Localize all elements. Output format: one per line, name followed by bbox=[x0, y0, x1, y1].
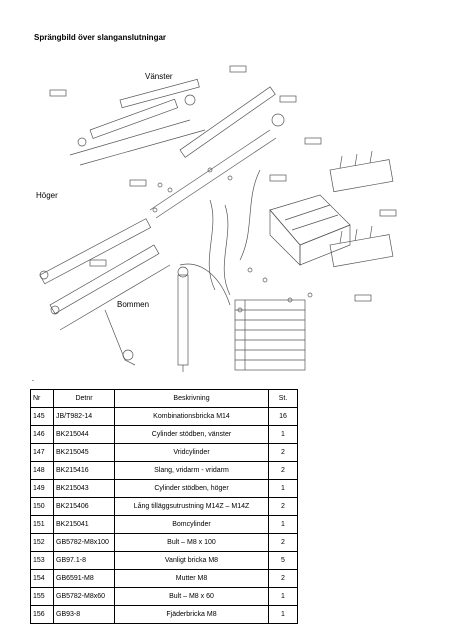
cell-detnr: JB/T982-14 bbox=[53, 407, 115, 426]
cell-description: Bult – M8 x 60 bbox=[114, 587, 269, 606]
cell-qty: 1 bbox=[268, 515, 298, 534]
cell-nr: 151 bbox=[30, 515, 54, 534]
cell-description: Bult – M8 x 100 bbox=[114, 533, 269, 552]
cell-detnr: GB6591-M8 bbox=[53, 569, 115, 588]
cell-description: Cylinder stödben, höger bbox=[114, 479, 269, 498]
cell-qty: 2 bbox=[268, 461, 298, 480]
cell-detnr: GB93-8 bbox=[53, 605, 115, 624]
valve-levers-lower bbox=[329, 225, 394, 268]
cell-qty: 5 bbox=[268, 551, 298, 570]
part-tags bbox=[49, 65, 397, 302]
label-left: Vänster bbox=[145, 72, 173, 81]
cell-nr: 152 bbox=[30, 533, 54, 552]
cell-nr: 148 bbox=[30, 461, 54, 480]
cell-detnr: GB97.1-8 bbox=[53, 551, 115, 570]
cylinder-middle bbox=[149, 86, 285, 219]
cell-description: Slang, vridarm - vridarm bbox=[114, 461, 269, 480]
cell-nr: 150 bbox=[30, 497, 54, 516]
cell-nr: 147 bbox=[30, 443, 54, 462]
boom-cylinder bbox=[104, 266, 189, 372]
header-detnr: Detnr bbox=[53, 389, 115, 408]
cell-detnr: BK215043 bbox=[53, 479, 115, 498]
cell-qty: 1 bbox=[268, 587, 298, 606]
cell-nr: 149 bbox=[30, 479, 54, 498]
cell-description: Bomcylinder bbox=[114, 515, 269, 534]
cell-description: Cylinder stödben, vänster bbox=[114, 425, 269, 444]
cell-detnr: BK215416 bbox=[53, 461, 115, 480]
cell-qty: 1 bbox=[268, 479, 298, 498]
cell-nr: 146 bbox=[30, 425, 54, 444]
cell-description: Vanligt bricka M8 bbox=[114, 551, 269, 570]
cylinder-right-side bbox=[39, 218, 171, 331]
tick-mark: - bbox=[32, 378, 34, 384]
cell-qty: 2 bbox=[268, 443, 298, 462]
cell-qty: 2 bbox=[268, 569, 298, 588]
cell-nr: 145 bbox=[30, 407, 54, 426]
cell-detnr: GB5782-M8x60 bbox=[53, 587, 115, 606]
valve-levers-upper bbox=[329, 150, 394, 193]
cell-description: Vridcylinder bbox=[114, 443, 269, 462]
cell-detnr: BK215045 bbox=[53, 443, 115, 462]
table-header-row: Nr Detnr Beskrivning St. bbox=[30, 389, 298, 408]
cell-qty: 2 bbox=[268, 533, 298, 552]
cell-description: Kombinationsbricka M14 bbox=[114, 407, 269, 426]
header-st: St. bbox=[268, 389, 298, 408]
cell-nr: 153 bbox=[30, 551, 54, 570]
cell-qty: 1 bbox=[268, 605, 298, 624]
cell-detnr: BK215044 bbox=[53, 425, 115, 444]
exploded-view-diagram bbox=[39, 65, 397, 372]
cell-qty: 1 bbox=[268, 425, 298, 444]
connection-legend-grid bbox=[234, 299, 306, 371]
fittings bbox=[152, 167, 313, 313]
cell-nr: 155 bbox=[30, 587, 54, 606]
label-right: Höger bbox=[36, 191, 58, 200]
cell-qty: 16 bbox=[268, 407, 298, 426]
cylinder-left-upper bbox=[69, 78, 206, 166]
page-title: Sprängbild över slanganslutningar bbox=[34, 33, 167, 42]
cell-qty: 2 bbox=[268, 497, 298, 516]
valve-block bbox=[269, 194, 351, 266]
header-beskrivning: Beskrivning bbox=[114, 389, 269, 408]
cell-detnr: GB5782-M8x100 bbox=[53, 533, 115, 552]
cell-detnr: BK215041 bbox=[53, 515, 115, 534]
header-nr: Nr bbox=[30, 389, 54, 408]
label-boom: Bommen bbox=[117, 300, 150, 309]
hoses bbox=[179, 169, 261, 306]
cell-nr: 156 bbox=[30, 605, 54, 624]
cell-description: Fjäderbricka M8 bbox=[114, 605, 269, 624]
cell-nr: 154 bbox=[30, 569, 54, 588]
cell-description: Lång tilläggsutrustning M14Z – M14Z bbox=[114, 497, 269, 516]
cell-detnr: BK215406 bbox=[53, 497, 115, 516]
cell-description: Mutter M8 bbox=[114, 569, 269, 588]
